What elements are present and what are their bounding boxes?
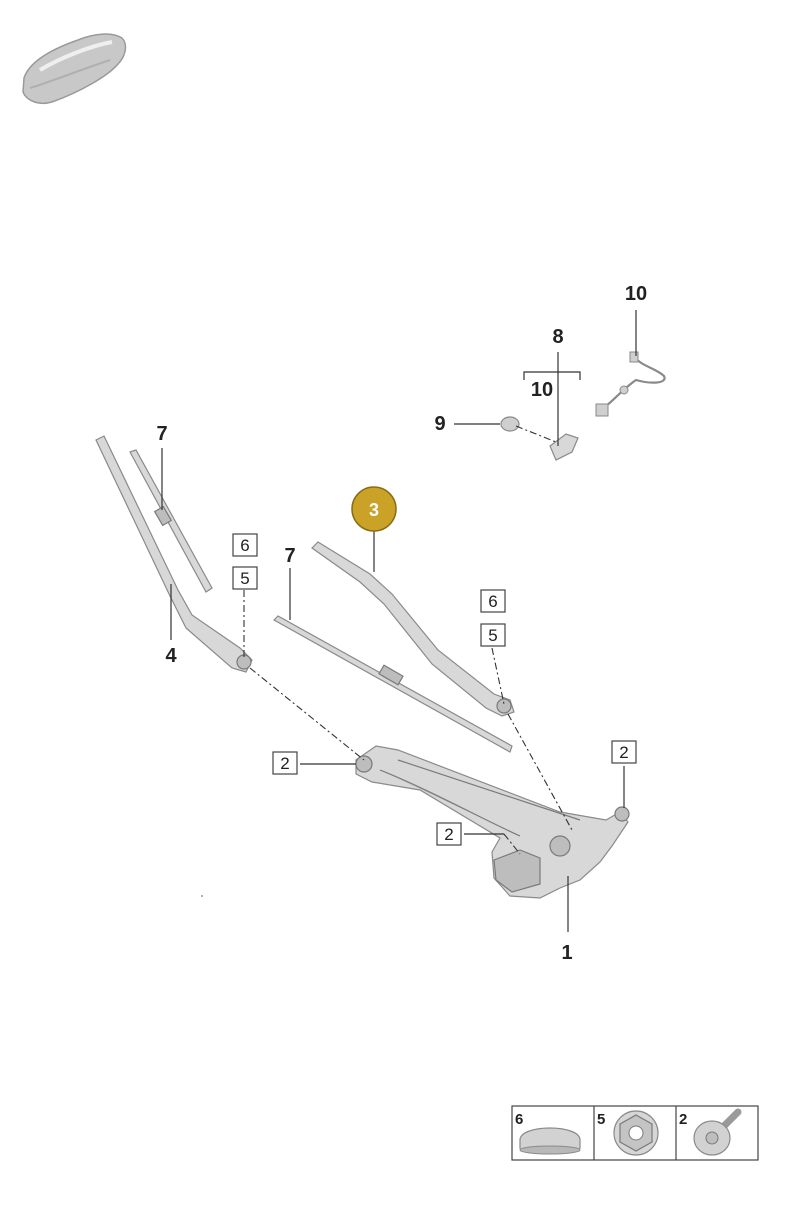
callout-1: 1 bbox=[561, 942, 572, 964]
callout-8: 8 bbox=[552, 326, 563, 348]
boxed-callout-6-right: 6 bbox=[480, 589, 506, 613]
svg-text:2: 2 bbox=[679, 1111, 687, 1128]
svg-text:6: 6 bbox=[515, 1111, 523, 1128]
boxed-callout-2-left: 2 bbox=[272, 751, 298, 775]
rain-sensor bbox=[549, 433, 579, 461]
svg-text:5: 5 bbox=[240, 569, 249, 588]
hex-nut-icon bbox=[613, 1110, 659, 1156]
wiring-harness bbox=[595, 351, 666, 417]
svg-text:2: 2 bbox=[280, 754, 289, 773]
wiper-arm-left bbox=[95, 435, 253, 673]
svg-text:5: 5 bbox=[597, 1111, 605, 1128]
svg-text:6: 6 bbox=[488, 592, 497, 611]
dot bbox=[201, 895, 203, 897]
callout-3: 3 bbox=[369, 500, 379, 520]
legend-item-6: 6 bbox=[515, 1111, 581, 1155]
svg-text:6: 6 bbox=[240, 536, 249, 555]
vehicle-thumbnail-icon bbox=[22, 33, 127, 104]
wiper-blade-left bbox=[129, 449, 213, 593]
boxed-callout-6-left: 6 bbox=[232, 533, 258, 557]
wiper-arm-center bbox=[311, 541, 515, 717]
legend-item-2: 2 bbox=[679, 1108, 742, 1156]
cap-nut-icon bbox=[519, 1127, 581, 1155]
svg-text:5: 5 bbox=[488, 626, 497, 645]
svg-text:2: 2 bbox=[619, 743, 628, 762]
callout-7-left: 7 bbox=[156, 423, 167, 445]
callout-10-top: 10 bbox=[625, 283, 647, 305]
boxed-callout-5-right: 5 bbox=[480, 623, 506, 647]
hardware-legend: 6 5 2 bbox=[511, 1105, 759, 1161]
bolt-icon bbox=[693, 1108, 742, 1156]
svg-text:2: 2 bbox=[444, 825, 453, 844]
callout-9: 9 bbox=[434, 413, 445, 435]
boxed-callout-2-right: 2 bbox=[611, 740, 637, 764]
wiper-blade-center bbox=[273, 615, 513, 753]
callout-3-badge[interactable] bbox=[351, 486, 397, 532]
legend-item-5: 5 bbox=[597, 1110, 659, 1156]
boxed-callout-2-middle: 2 bbox=[436, 822, 462, 846]
boxed-callout-5-left: 5 bbox=[232, 566, 258, 590]
callout-10-sub: 10 bbox=[531, 379, 553, 401]
wiper-linkage-motor bbox=[355, 745, 630, 899]
cap bbox=[500, 416, 520, 432]
callout-4: 4 bbox=[165, 645, 177, 667]
callout-7-center: 7 bbox=[284, 545, 295, 567]
